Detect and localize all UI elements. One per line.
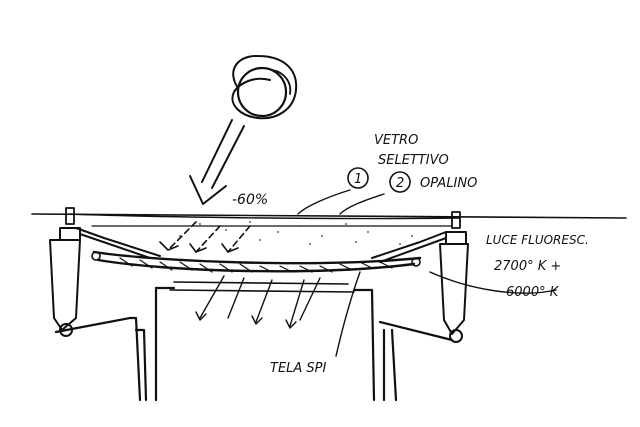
- sun-icon: [231, 54, 298, 120]
- svg-text:1: 1: [354, 172, 362, 187]
- tela-label: TELA SPI: [270, 361, 327, 376]
- percent-label: -60%: [232, 192, 268, 208]
- vetro-label: VETRO: [374, 133, 418, 148]
- opalino-label: OPALINO: [420, 176, 477, 191]
- svg-text:2: 2: [396, 176, 404, 191]
- sun-ray-arrow: [189, 119, 245, 205]
- kelvin-label-2: 6000° K: [506, 285, 560, 300]
- fabric-membrane: [91, 250, 422, 273]
- left-support: [49, 207, 161, 337]
- light-rays: [159, 221, 321, 329]
- kelvin-label-1: 2700° K +: [494, 259, 561, 274]
- glazing: [31, 213, 627, 245]
- marker-1: 1: [347, 167, 369, 189]
- right-support: [371, 211, 469, 343]
- marker-2: 2: [389, 171, 411, 193]
- walls: [54, 281, 454, 402]
- selettivo-label: SELETTIVO: [378, 153, 449, 168]
- luce-label: LUCE FLUORESC.: [486, 233, 589, 247]
- leader-lines: [297, 189, 557, 357]
